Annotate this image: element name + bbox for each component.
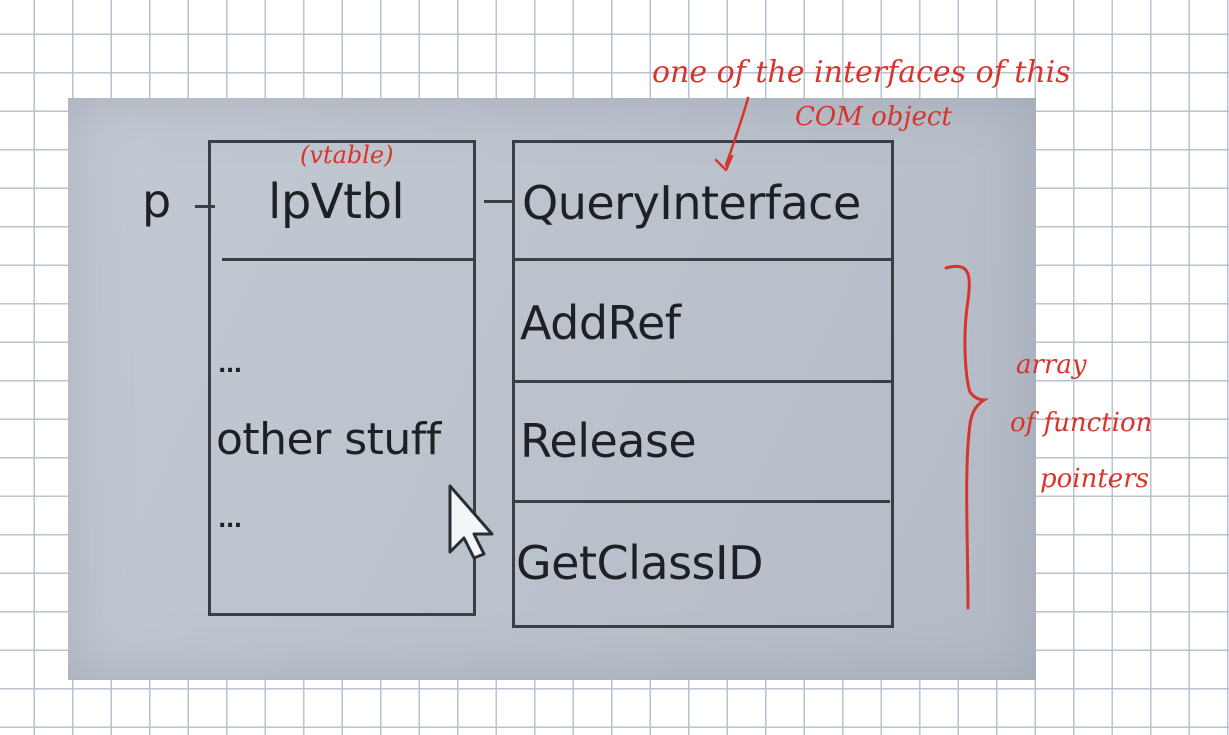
vtbl-field-label: lpVtbl bbox=[268, 174, 405, 230]
vtable-divider-2 bbox=[512, 380, 892, 383]
array-annotation-line2: of function bbox=[1010, 408, 1153, 438]
vtable-entry: GetClassID bbox=[516, 536, 764, 590]
interface-annotation-line2: COM object bbox=[795, 102, 952, 132]
ellipsis-top: ... bbox=[218, 353, 242, 378]
other-stuff-label: other stuff bbox=[216, 414, 441, 465]
vtable-entry: QueryInterface bbox=[522, 176, 861, 230]
array-brace bbox=[944, 265, 989, 610]
interface-pointer-arrow bbox=[724, 96, 750, 167]
diagram-photo bbox=[68, 98, 1036, 680]
array-annotation-line1: array bbox=[1016, 350, 1087, 380]
pointer-arrow bbox=[195, 205, 215, 208]
vtable-entry: AddRef bbox=[520, 296, 681, 350]
vtable-annotation: (vtable) bbox=[300, 141, 394, 169]
object-box bbox=[208, 140, 476, 616]
vtable-entry: Release bbox=[520, 414, 697, 468]
vtable-divider-3 bbox=[512, 500, 890, 503]
vtable-box bbox=[512, 140, 894, 628]
pointer-label: p bbox=[142, 174, 171, 228]
interface-annotation-line1: one of the interfaces of this bbox=[652, 55, 1071, 90]
vtable-divider-1 bbox=[512, 258, 894, 261]
ellipsis-bottom: ... bbox=[218, 508, 242, 533]
vtbl-arrow bbox=[484, 200, 512, 203]
object-divider bbox=[222, 258, 476, 261]
array-annotation-line3: pointers bbox=[1040, 464, 1149, 494]
